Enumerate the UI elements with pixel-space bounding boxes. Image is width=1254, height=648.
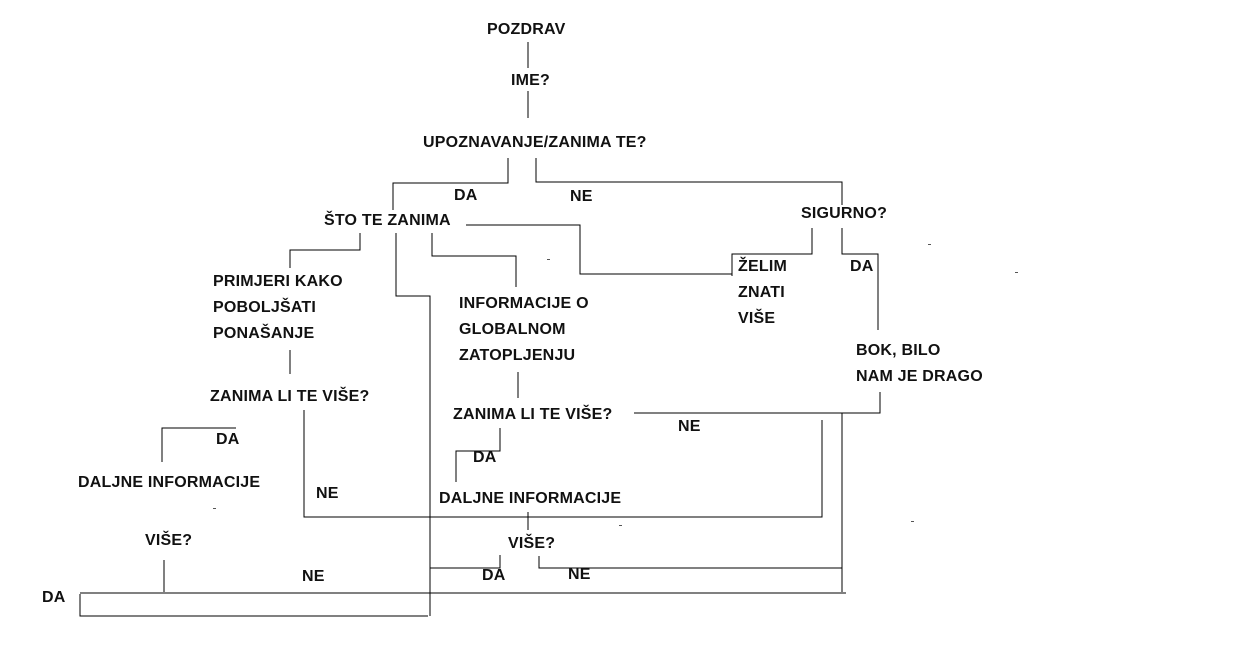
edge-label-ne-bottom-mid: NE xyxy=(568,566,591,583)
connector xyxy=(538,556,842,569)
speck xyxy=(911,521,914,522)
node-zanima-left: ZANIMA LI TE VIŠE? xyxy=(210,388,370,405)
speck xyxy=(1015,272,1018,273)
node-bok-line-1: BOK, BILO xyxy=(856,342,941,359)
node-zanima-mid: ZANIMA LI TE VIŠE? xyxy=(453,406,613,423)
connector xyxy=(841,228,879,330)
connector xyxy=(395,233,431,616)
edge-label-ne-bottom: NE xyxy=(302,568,325,585)
edge-label-da-top: DA xyxy=(454,187,478,204)
node-primjeri-line-1: PRIMJERI KAKO xyxy=(213,273,343,290)
node-zelim-line-3: VIŠE xyxy=(738,310,776,327)
connector-loop xyxy=(79,594,428,617)
node-vise-mid: VIŠE? xyxy=(508,535,556,552)
node-informacije-line-2: GLOBALNOM xyxy=(459,321,566,338)
connector xyxy=(466,224,732,275)
edge-label-ne-mid: NE xyxy=(678,418,701,435)
node-pozdrav: POZDRAV xyxy=(487,21,566,38)
node-informacije-line-1: INFORMACIJE O xyxy=(459,295,589,312)
node-vise-left: VIŠE? xyxy=(145,532,193,549)
speck xyxy=(547,259,550,260)
edge-label-da-far-left: DA xyxy=(42,589,66,606)
connector xyxy=(431,233,517,287)
edge-label-da-bottom-mid: DA xyxy=(482,567,506,584)
node-dalje-mid: DALJNE INFORMACIJE xyxy=(439,490,622,507)
node-sto-te-zanima: ŠTO TE ZANIMA xyxy=(324,212,451,229)
connector-ne-branch xyxy=(535,158,843,205)
edge-label-ne-left: NE xyxy=(316,485,339,502)
node-primjeri-line-3: PONAŠANJE xyxy=(213,325,315,342)
speck xyxy=(928,244,931,245)
node-primjeri-line-2: POBOLJŠATI xyxy=(213,299,317,316)
node-upoznavanje: UPOZNAVANJE/ZANIMA TE? xyxy=(423,134,647,151)
edge-label-da-left: DA xyxy=(216,431,240,448)
connector xyxy=(430,555,501,569)
connector-da-branch xyxy=(392,158,509,210)
node-zelim-line-2: ZNATI xyxy=(738,284,785,301)
node-dalje-left: DALJNE INFORMACIJE xyxy=(78,474,261,491)
connector xyxy=(289,233,361,268)
node-informacije-line-3: ZATOPLJENJU xyxy=(459,347,576,364)
edge-label-da-sigurno: DA xyxy=(850,258,874,275)
edge-label-ne-top: NE xyxy=(570,188,593,205)
speck xyxy=(619,525,622,526)
connector xyxy=(455,428,501,482)
node-sigurno: SIGURNO? xyxy=(801,205,888,222)
node-ime: IME? xyxy=(511,72,551,89)
speck xyxy=(213,508,216,509)
connector xyxy=(161,427,236,462)
connector xyxy=(634,392,881,414)
node-zelim-line-1: ŽELIM xyxy=(738,258,787,275)
connector xyxy=(731,228,813,276)
connector xyxy=(303,410,823,518)
edge-label-da-mid: DA xyxy=(473,449,497,466)
node-bok-line-2: NAM JE DRAGO xyxy=(856,368,983,385)
